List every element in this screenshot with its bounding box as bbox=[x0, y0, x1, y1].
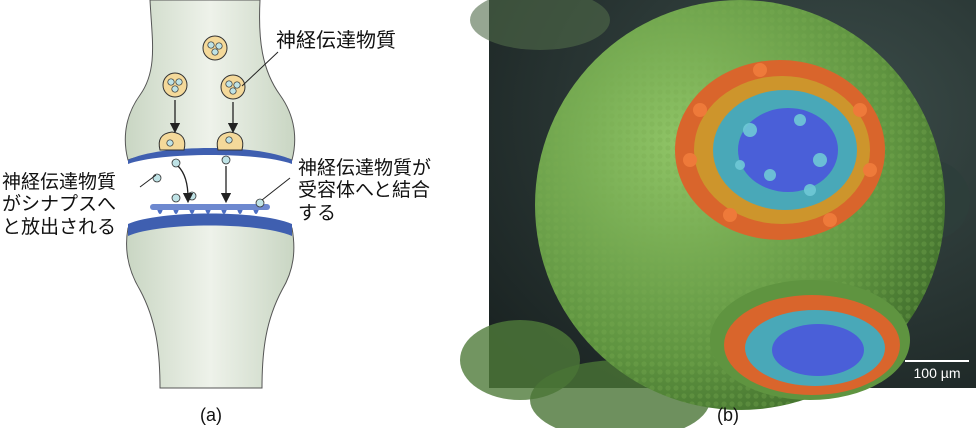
label-neurotransmitter: 神経伝達物質 bbox=[276, 28, 396, 52]
postsynaptic-membrane bbox=[128, 213, 292, 236]
scale-bar bbox=[905, 360, 969, 362]
sem-micrograph bbox=[460, 0, 976, 428]
presynaptic-neuron bbox=[124, 0, 296, 164]
presynaptic-membrane bbox=[128, 148, 292, 164]
caption-a: (a) bbox=[200, 405, 222, 425]
scale-bar-label: 100 µm bbox=[914, 365, 961, 381]
leader-lines bbox=[139, 51, 291, 201]
label-release-line1: 神経伝達物質 bbox=[2, 171, 116, 193]
label-binding-line2: 受容体へと結合 bbox=[298, 179, 430, 201]
label-release-line2: がシナプスへ bbox=[2, 193, 116, 215]
label-binding-line3: する bbox=[298, 202, 336, 224]
synaptic-vesicles bbox=[158, 35, 246, 151]
caption-b: (b) bbox=[717, 405, 739, 425]
neurotransmitter-molecules bbox=[152, 155, 265, 208]
receptors bbox=[150, 204, 270, 214]
process-arrows bbox=[169, 100, 239, 204]
postsynaptic-neuron bbox=[126, 213, 295, 389]
label-release-line3: と放出される bbox=[2, 216, 116, 238]
label-binding-line1: 神経伝達物質が bbox=[298, 157, 431, 179]
